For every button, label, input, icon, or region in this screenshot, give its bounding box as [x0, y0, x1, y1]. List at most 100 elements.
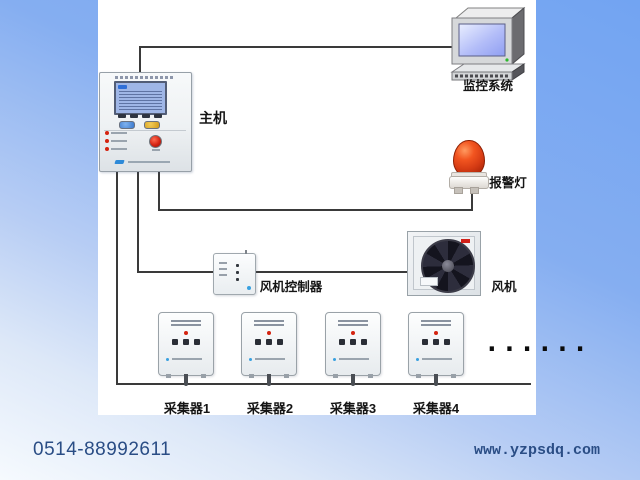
host-function-button	[130, 114, 138, 118]
collector-probe	[184, 374, 188, 386]
fan-controller-label: 风机控制器	[259, 280, 323, 294]
collector-status-led	[267, 331, 271, 335]
collector-model-microtext	[172, 358, 202, 360]
website-url: www.yzpsdq.com	[474, 442, 601, 459]
host-lcd-screen	[114, 81, 167, 115]
collector-button	[433, 339, 439, 345]
alarm-base	[449, 176, 489, 189]
collector-model-microtext	[255, 358, 285, 360]
red-button-microtext	[152, 149, 160, 151]
collector-probe	[267, 374, 271, 386]
wire-host-to-fan-vertical	[137, 168, 139, 273]
collector-button	[350, 339, 356, 345]
controller-microtext	[219, 262, 227, 264]
collector-title-microtext	[421, 320, 451, 322]
collector-status-led	[351, 331, 355, 335]
collector-model-microtext	[339, 358, 369, 360]
more-collectors-ellipsis: ......	[484, 328, 590, 358]
host-screen-text-lines	[119, 91, 162, 110]
collector-indicator-led	[249, 358, 252, 361]
collector-button	[444, 339, 450, 345]
monitor-side-face	[511, 6, 525, 66]
red-led-icon	[105, 147, 109, 151]
led-label-microtext	[111, 132, 127, 134]
collector-button	[339, 339, 345, 345]
alarm-red-dome	[453, 140, 485, 176]
host-brand-logo	[114, 160, 125, 164]
collector-button	[183, 339, 189, 345]
collector-foot	[333, 374, 338, 378]
red-led-icon	[105, 131, 109, 135]
fan-label: 风机	[491, 280, 517, 294]
alarm-foot	[470, 187, 479, 194]
monitoring-computer	[450, 6, 526, 81]
collector-3-label: 采集器3	[329, 401, 377, 416]
monitor-screen	[458, 23, 506, 57]
controller-microtext	[219, 274, 227, 276]
collector-title-microtext	[338, 324, 368, 326]
host-blue-button	[119, 121, 135, 129]
controller-button	[236, 264, 239, 267]
controller-microtext	[219, 268, 227, 270]
fan-controller-device	[213, 250, 256, 295]
collector-device-3	[325, 312, 381, 386]
alarm-light	[446, 140, 490, 194]
monitoring-system-label: 监控系统	[462, 79, 514, 93]
wire-collector-bus	[116, 383, 531, 385]
red-led-icon	[105, 139, 109, 143]
collector-button	[422, 339, 428, 345]
collector-title-microtext	[171, 324, 201, 326]
collector-button	[266, 339, 272, 345]
wire-host-to-alarm-horizontal	[158, 209, 473, 211]
collector-foot	[284, 374, 289, 378]
collector-1-label: 采集器1	[163, 401, 211, 416]
host-screen-logo	[118, 85, 127, 89]
collector-foot	[201, 374, 206, 378]
collector-foot	[416, 374, 421, 378]
controller-indicator-led	[247, 286, 251, 290]
monitor-power-led	[505, 58, 509, 62]
fan-frame	[413, 236, 475, 293]
fan-name-plate	[420, 277, 438, 286]
host-brand-microtext	[128, 161, 170, 163]
collector-status-led	[434, 331, 438, 335]
wire-alarm-drop	[471, 191, 473, 211]
controller-terminal-pin	[245, 250, 247, 254]
alarm-foot	[454, 187, 463, 194]
controller-button	[236, 271, 239, 274]
controller-button	[236, 278, 239, 281]
wire-host-to-monitor-horizontal	[139, 46, 462, 48]
collector-status-led	[184, 331, 188, 335]
host-title-microtext	[115, 76, 175, 79]
led-label-microtext	[111, 140, 127, 142]
collector-device-1	[158, 312, 214, 386]
collector-title-microtext	[254, 320, 284, 322]
collector-probe	[434, 374, 438, 386]
collector-foot	[451, 374, 456, 378]
host-device	[99, 72, 192, 172]
collector-2-label: 采集器2	[246, 401, 294, 416]
collector-button	[255, 339, 261, 345]
collector-title-microtext	[421, 324, 451, 326]
collector-device-4	[408, 312, 464, 386]
wire-host-to-monitor-vertical	[139, 46, 141, 73]
wire-host-to-fan-horizontal	[137, 271, 409, 273]
fan-hub	[442, 260, 454, 272]
collector-4-label: 采集器4	[412, 401, 460, 416]
host-function-button	[142, 114, 150, 118]
host-function-button	[154, 114, 162, 118]
collector-foot	[368, 374, 373, 378]
collector-indicator-led	[166, 358, 169, 361]
host-function-button	[118, 114, 126, 118]
phone-number: 0514-88992611	[33, 439, 172, 460]
wire-host-to-alarm-vertical	[158, 168, 160, 211]
host-label: 主机	[199, 110, 227, 126]
collector-probe	[351, 374, 355, 386]
collector-title-microtext	[254, 324, 284, 326]
collector-foot	[249, 374, 254, 378]
collector-button	[277, 339, 283, 345]
exhaust-fan	[407, 231, 481, 296]
wire-host-to-bus-vertical	[116, 168, 118, 385]
collector-title-microtext	[171, 320, 201, 322]
